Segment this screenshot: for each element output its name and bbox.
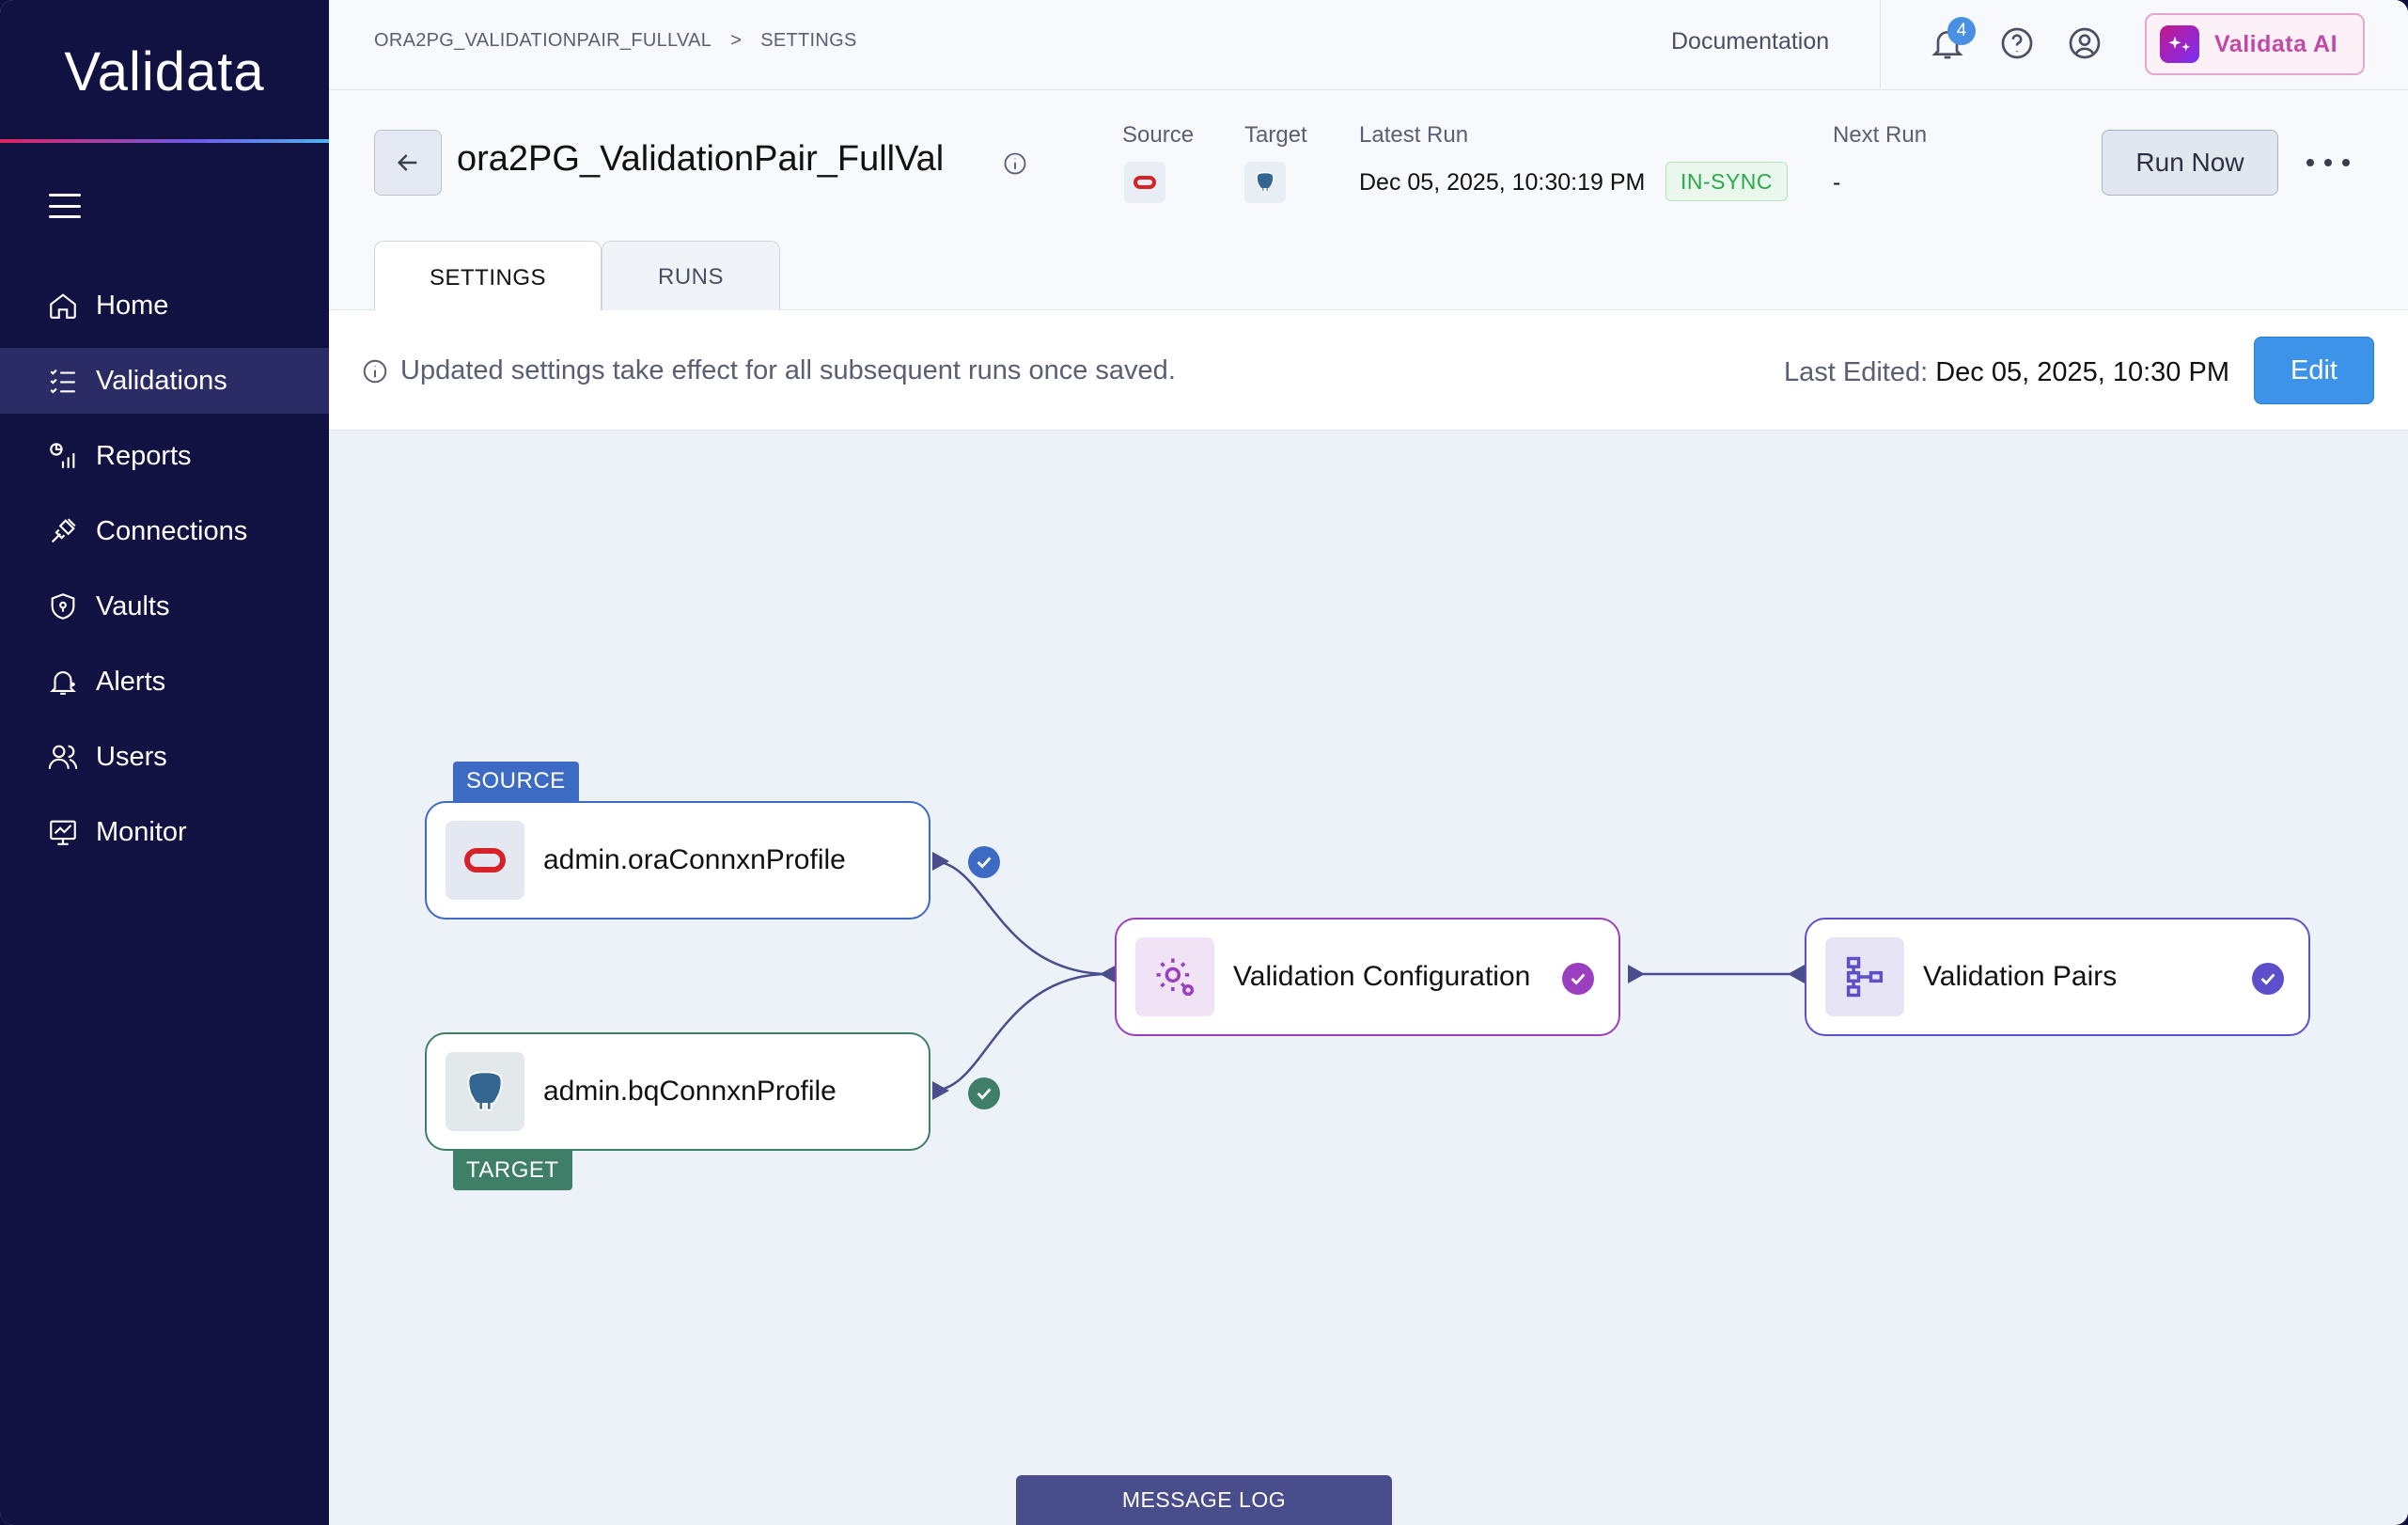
- ai-sparkle-icon: [2160, 25, 2199, 63]
- tab-settings[interactable]: SETTINGS: [374, 241, 602, 314]
- sidebar-item-connections[interactable]: Connections: [0, 498, 329, 564]
- settings-notice: Updated settings take effect for all sub…: [361, 355, 1176, 386]
- app-logo[interactable]: Validata: [64, 40, 265, 102]
- help-icon[interactable]: [1998, 24, 2036, 62]
- check-circle-icon: [1562, 963, 1594, 995]
- source-tag: SOURCE: [453, 762, 579, 801]
- message-log-button[interactable]: MESSAGE LOG: [1016, 1475, 1392, 1525]
- top-bar: ORA2PG_VALIDATIONPAIR_FULLVAL > SETTINGS…: [329, 0, 2408, 90]
- validation-pairs-node[interactable]: Validation Pairs: [1805, 918, 2310, 1036]
- sidebar-item-monitor[interactable]: Monitor: [0, 799, 329, 865]
- plug-icon: [51, 518, 76, 543]
- target-node-label: admin.bqConnxnProfile: [543, 1076, 837, 1107]
- status-badge: IN-SYNC: [1665, 162, 1788, 201]
- edit-button[interactable]: Edit: [2254, 337, 2374, 404]
- sidebar-nav: Home Validations Reports Connections Vau…: [0, 273, 329, 874]
- last-edited-label: Last Edited:: [1784, 357, 1929, 387]
- breadcrumb-separator: >: [730, 30, 743, 51]
- sidebar-item-home[interactable]: Home: [0, 273, 329, 338]
- divider: [1880, 0, 1881, 90]
- menu-icon[interactable]: [49, 194, 81, 218]
- hierarchy-icon: [1825, 937, 1904, 1016]
- list-check-icon: [50, 369, 75, 394]
- check-circle-icon: [968, 846, 1000, 878]
- documentation-link[interactable]: Documentation: [1671, 28, 1830, 55]
- sidebar-item-label: Users: [96, 741, 167, 772]
- sidebar-item-label: Connections: [96, 515, 248, 546]
- check-circle-icon: [968, 1077, 1000, 1109]
- back-button[interactable]: [374, 130, 442, 196]
- users-icon: [48, 745, 78, 769]
- arrow-left-icon: [397, 154, 417, 171]
- gear-icon: [1135, 937, 1214, 1016]
- source-connection-node[interactable]: admin.oraConnxnProfile: [425, 801, 1000, 920]
- breadcrumb: ORA2PG_VALIDATIONPAIR_FULLVAL > SETTINGS: [374, 30, 857, 52]
- sidebar-item-label: Validations: [96, 365, 227, 396]
- validata-ai-button[interactable]: Validata AI: [2145, 13, 2365, 75]
- target-connection-node[interactable]: admin.bqConnxnProfile: [425, 1032, 1000, 1151]
- postgres-target-icon: [1244, 162, 1286, 203]
- tab-runs[interactable]: RUNS: [602, 241, 780, 312]
- info-icon[interactable]: [1002, 150, 1028, 177]
- sidebar-item-label: Home: [96, 290, 169, 321]
- postgres-icon: [446, 1052, 524, 1131]
- sidebar-item-label: Alerts: [96, 666, 166, 697]
- ai-button-label: Validata AI: [2214, 30, 2338, 57]
- pairs-node-label: Validation Pairs: [1923, 961, 2118, 992]
- next-run-label: Next Run: [1833, 122, 1928, 148]
- user-account-icon[interactable]: [2066, 24, 2103, 62]
- latest-run-value: Dec 05, 2025, 10:30:19 PM: [1359, 169, 1646, 196]
- sidebar-item-label: Monitor: [96, 816, 187, 847]
- shield-icon: [51, 593, 75, 620]
- sidebar-item-label: Reports: [96, 440, 192, 471]
- flow-canvas[interactable]: SOURCE admin.oraConnxnProfile admin.bqCo…: [329, 431, 2408, 1525]
- more-options-icon[interactable]: [2306, 149, 2350, 177]
- settings-info-bar: Updated settings take effect for all sub…: [329, 310, 2408, 431]
- check-circle-icon: [2252, 963, 2284, 995]
- page-title: ora2PG_ValidationPair_FullVal: [457, 139, 945, 179]
- sidebar-item-vaults[interactable]: Vaults: [0, 574, 329, 639]
- notification-count-badge: 4: [1947, 17, 1976, 45]
- oracle-icon: [446, 821, 524, 900]
- source-label: Source: [1122, 122, 1195, 148]
- sidebar-item-label: Vaults: [96, 590, 170, 621]
- last-edited-value: Dec 05, 2025, 10:30 PM: [1935, 357, 2229, 387]
- source-node-label: admin.oraConnxnProfile: [543, 844, 846, 875]
- sidebar-item-users[interactable]: Users: [0, 724, 329, 790]
- sidebar-item-validations[interactable]: Validations: [0, 348, 329, 414]
- reports-icon: [50, 443, 75, 468]
- latest-run-label: Latest Run: [1359, 122, 1469, 148]
- oracle-source-icon: [1124, 162, 1165, 203]
- breadcrumb-item-settings: SETTINGS: [760, 30, 857, 51]
- monitor-icon: [50, 820, 76, 845]
- next-run-value: -: [1833, 169, 1841, 196]
- sidebar-item-alerts[interactable]: Alerts: [0, 649, 329, 715]
- validation-configuration-node[interactable]: Validation Configuration: [1115, 918, 1620, 1036]
- page-header: ora2PG_ValidationPair_FullVal Source Tar…: [329, 90, 2408, 314]
- last-edited: Last Edited: Dec 05, 2025, 10:30 PM: [1784, 357, 2229, 388]
- logo-underline: [0, 139, 329, 143]
- flow-connectors: [931, 852, 1805, 1100]
- breadcrumb-item-validation[interactable]: ORA2PG_VALIDATIONPAIR_FULLVAL: [374, 30, 712, 51]
- bell-icon: [50, 671, 76, 695]
- target-tag: TARGET: [453, 1151, 572, 1190]
- home-icon: [50, 293, 76, 319]
- sidebar: Validata Home Validations Reports Connec…: [0, 0, 329, 1525]
- info-icon: [363, 359, 387, 383]
- target-label: Target: [1244, 122, 1307, 148]
- config-node-label: Validation Configuration: [1233, 961, 1531, 992]
- sidebar-item-reports[interactable]: Reports: [0, 423, 329, 489]
- settings-notice-text: Updated settings take effect for all sub…: [400, 355, 1176, 385]
- run-now-button[interactable]: Run Now: [2102, 130, 2278, 196]
